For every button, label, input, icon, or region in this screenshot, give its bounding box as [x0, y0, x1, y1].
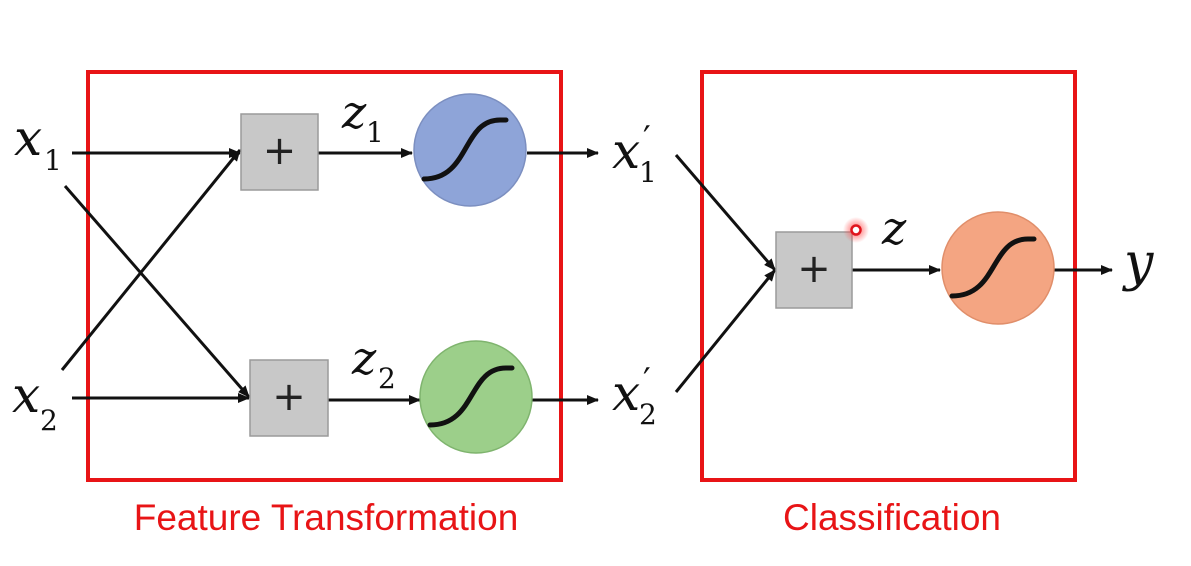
svg-text:1: 1	[366, 116, 384, 149]
svg-text:+: +	[797, 246, 831, 292]
svg-text:x: x	[12, 366, 40, 424]
classification-caption: Classification	[783, 497, 1001, 538]
svg-text:x: x	[612, 122, 640, 180]
svg-text:2: 2	[639, 398, 657, 431]
feature-transformation-frame	[86, 70, 563, 482]
feature-transformation-caption: Feature Transformation	[134, 497, 519, 538]
hidden-z2-label: z 2	[351, 331, 396, 395]
sigmoid-node-1	[413, 93, 527, 207]
svg-text:′: ′	[643, 119, 651, 159]
svg-text:x: x	[612, 364, 640, 422]
input-x2-label: x 2	[12, 366, 58, 437]
svg-text:2: 2	[378, 362, 396, 395]
sum-node-1: +	[240, 113, 319, 191]
svg-text:2: 2	[40, 404, 58, 437]
svg-text:′: ′	[643, 361, 651, 401]
sigmoid-node-3	[941, 211, 1055, 325]
svg-text:+: +	[263, 128, 297, 174]
feature-x1prime-label: x ′ 1	[612, 119, 657, 189]
sum-node-2: +	[249, 359, 329, 437]
svg-text:z: z	[341, 85, 367, 139]
classification-frame	[700, 70, 1077, 482]
sigmoid-icon	[427, 365, 515, 428]
edge-x2-to-sum1	[60, 149, 242, 371]
classifier-z-label: z	[881, 201, 907, 255]
svg-text:+: +	[272, 374, 306, 420]
sigmoid-icon	[949, 236, 1037, 299]
input-x1-label: x 1	[14, 109, 62, 177]
output-y-label: y	[1122, 233, 1154, 293]
sigmoid-node-2	[419, 340, 533, 454]
cursor-icon	[843, 217, 869, 243]
sigmoid-icon	[421, 117, 509, 182]
edge-x2prime-to-sum3	[674, 269, 777, 393]
hidden-z1-label: z 1	[341, 85, 384, 149]
svg-text:1: 1	[44, 144, 62, 177]
feature-x2prime-label: x ′ 2	[612, 361, 657, 431]
svg-text:1: 1	[639, 156, 657, 189]
edge-x1-to-sum2	[63, 185, 251, 398]
edge-x1prime-to-sum3	[674, 154, 777, 271]
svg-text:z: z	[351, 331, 377, 385]
sum-node-3: +	[775, 231, 853, 309]
svg-text:x: x	[14, 109, 42, 167]
